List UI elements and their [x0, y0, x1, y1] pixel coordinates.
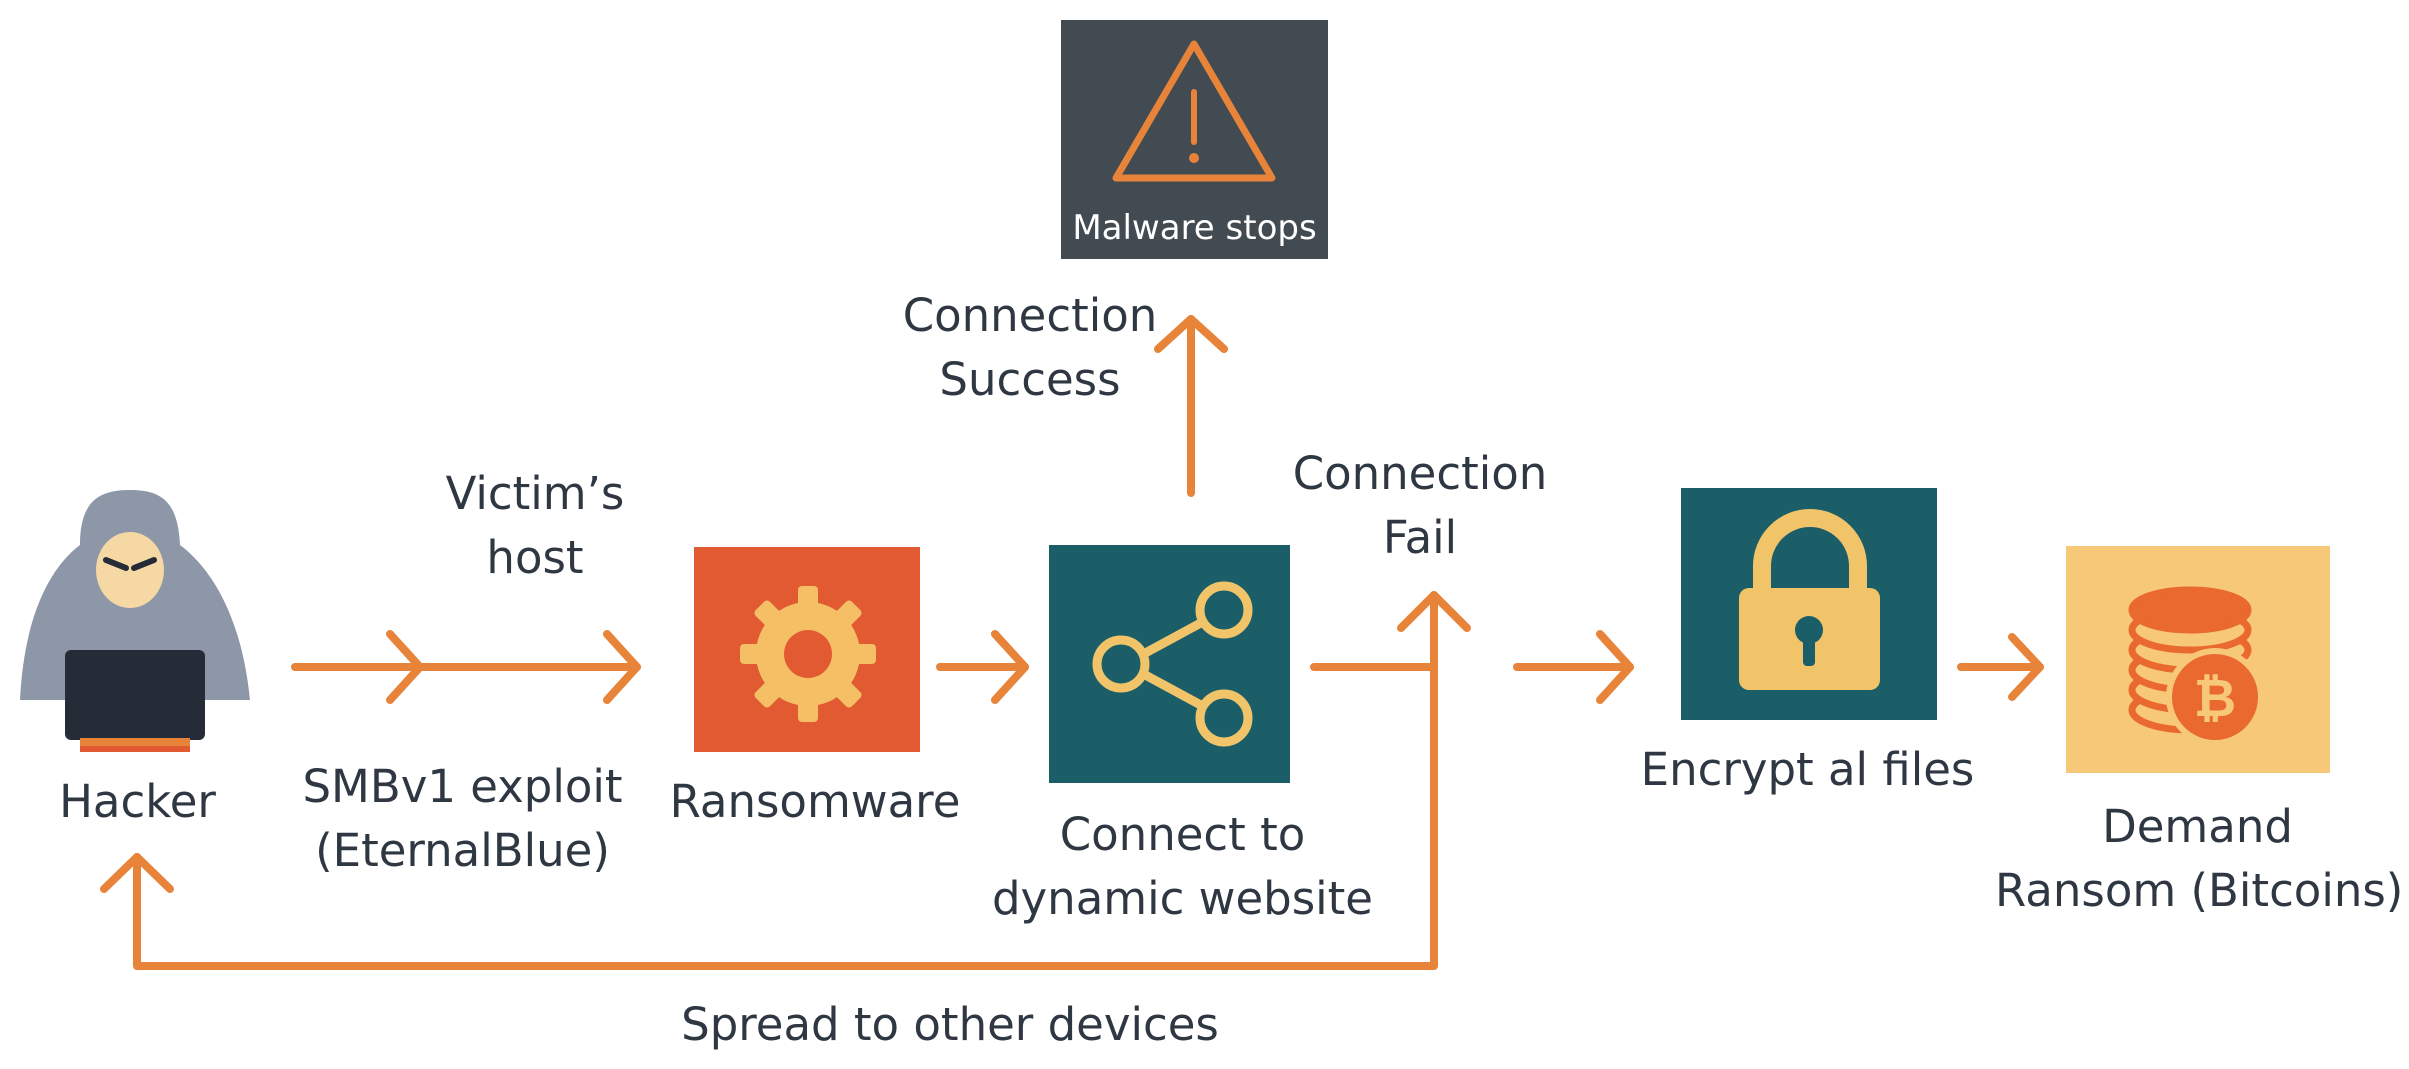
ransomware-box — [694, 547, 920, 752]
arrow-encrypt-to-ransom — [1957, 633, 2044, 701]
padlock-icon — [1739, 509, 1880, 690]
warning-triangle-icon — [1112, 40, 1276, 182]
arrow-hacker-to-exploit — [291, 630, 641, 704]
arrow-connection-fail — [1310, 591, 1471, 671]
ransom-label: Demand Ransom (Bitcoins) — [1995, 795, 2404, 923]
connection-success-label: Connection Success — [880, 284, 1180, 412]
encrypt-label: Encrypt al files — [1640, 743, 1975, 796]
connect-label: Connect to dynamic website — [985, 803, 1380, 931]
gear-icon — [740, 586, 876, 722]
exploit-label-line1: SMBv1 exploit — [302, 760, 623, 813]
ransomware-label: Ransomware — [669, 775, 961, 828]
arrow-to-encrypt — [1513, 630, 1634, 704]
connection-fail-line1: Connection — [1292, 447, 1548, 500]
malware-stops-box — [1061, 20, 1328, 259]
victim-host-label-line1: Victim’s — [445, 467, 625, 520]
connect-website-box — [1049, 545, 1290, 783]
spread-label: Spread to other devices — [681, 998, 1219, 1051]
connection-success-line1: Connection — [902, 289, 1158, 342]
arrow-spread-loop — [100, 663, 1438, 970]
victim-host-label: Victim’s host — [420, 462, 650, 590]
connection-fail-label: Connection Fail — [1270, 442, 1570, 570]
connection-fail-line2: Fail — [1382, 511, 1458, 564]
svg-text:₿: ₿ — [2194, 669, 2236, 729]
connect-label-line1: Connect to — [1059, 808, 1306, 861]
hacker-label: Hacker — [59, 775, 216, 828]
ransom-label-line2: Ransom (Bitcoins) — [1995, 864, 2404, 917]
ransom-label-line1: Demand — [2102, 800, 2293, 853]
arrow-ransomware-to-connect — [936, 630, 1029, 704]
victim-host-label-line2: host — [486, 531, 584, 584]
share-icon — [1092, 581, 1253, 747]
bitcoin-coins-icon: ₿ — [2128, 586, 2264, 746]
exploit-label-line2: (EternalBlue) — [315, 824, 610, 877]
hooded-hacker-icon — [20, 490, 250, 752]
connection-success-line2: Success — [939, 353, 1121, 406]
encrypt-files-box — [1681, 488, 1937, 720]
malware-stops-label: Malware stops — [1072, 208, 1317, 248]
arrow-connection-success — [1154, 315, 1228, 497]
connect-label-line2: dynamic website — [991, 872, 1373, 925]
exploit-label: SMBv1 exploit (EternalBlue) — [290, 755, 635, 883]
bitcoin-box: ₿ — [2066, 546, 2330, 773]
